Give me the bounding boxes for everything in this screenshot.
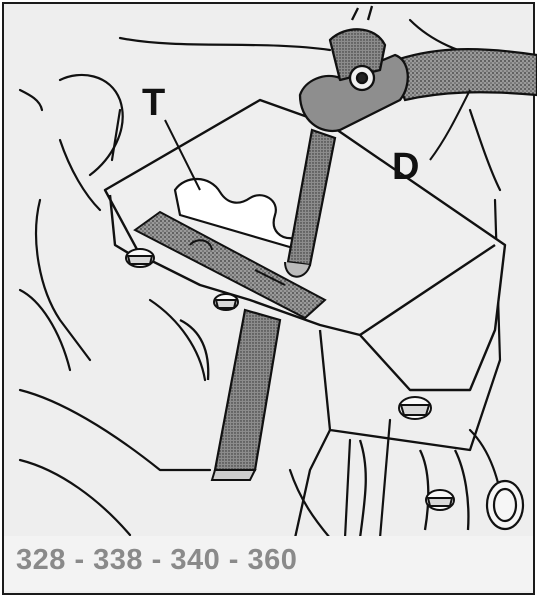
bolt-right — [398, 396, 432, 420]
bolt-left — [125, 248, 155, 268]
label-d: D — [392, 146, 420, 188]
label-t: T — [142, 82, 166, 124]
technical-illustration — [18, 5, 537, 540]
tool-plate-outline — [173, 177, 302, 252]
link-rod — [284, 128, 337, 278]
model-caption: 328 - 338 - 340 - 360 — [16, 544, 298, 576]
vertical-rod — [210, 308, 282, 481]
bolt-middle — [213, 293, 239, 311]
lower-housing — [179, 318, 502, 539]
round-plug — [485, 479, 525, 531]
ball-joint-clamp — [298, 5, 409, 133]
timing-tool-strip — [133, 210, 327, 320]
caption-bar — [4, 536, 533, 591]
leader-lines — [164, 89, 471, 191]
cable-d — [388, 48, 537, 102]
bolt-lower — [425, 489, 455, 511]
